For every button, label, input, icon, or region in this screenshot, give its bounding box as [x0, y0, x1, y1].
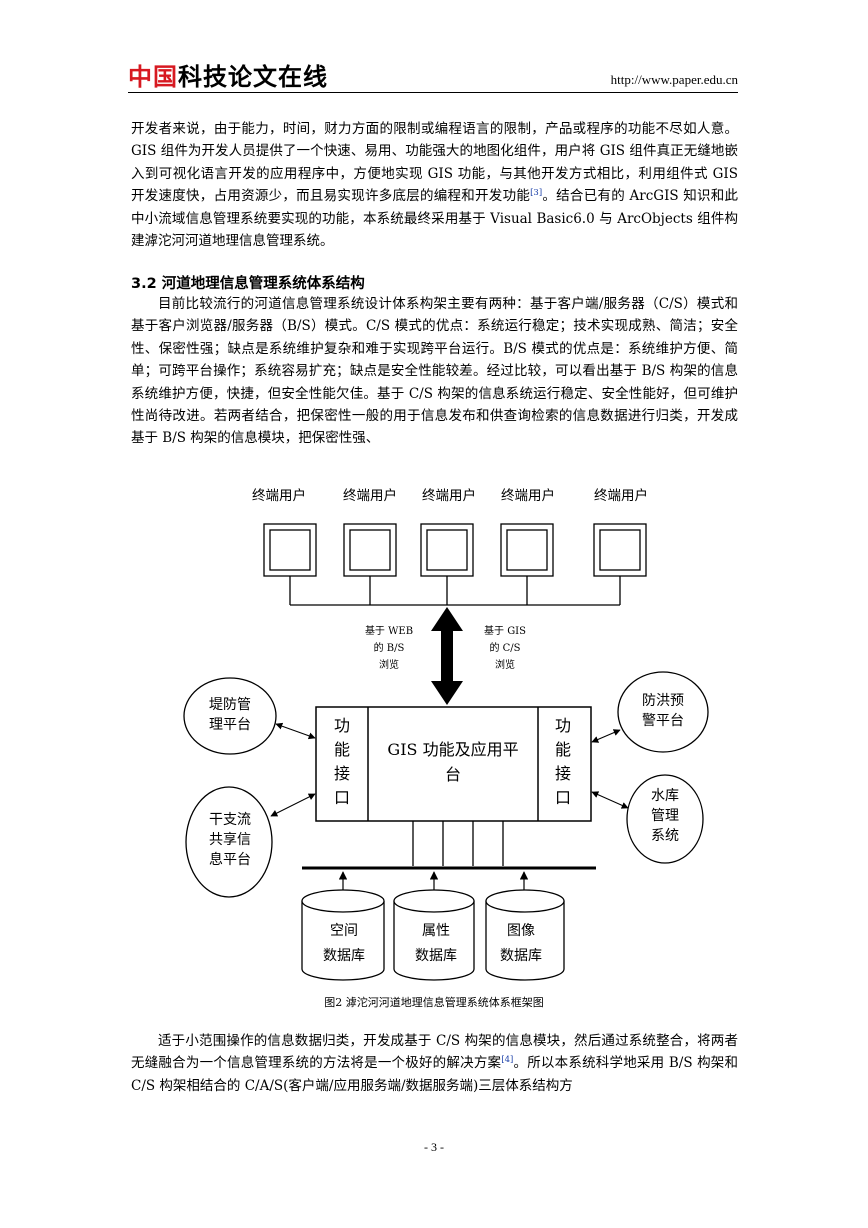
terminal-label-2: 终端用户 [343, 487, 397, 504]
tributary-info-sharing-platform [185, 786, 273, 898]
gis-platform-box [315, 706, 592, 822]
platform-to-data-bus [412, 821, 504, 866]
gis-platform-title-2: 台 [445, 765, 461, 784]
left-interface-char-2: 能 [334, 740, 350, 759]
arrow-left-label-2: 的 B/S [374, 641, 405, 654]
spatial-db-label-1: 空间 [330, 923, 358, 939]
terminal-label-1: 终端用户 [252, 487, 306, 504]
terminal-bus [289, 576, 621, 606]
flood-warning-label-1: 防洪预 [642, 693, 684, 709]
attribute-db-label-2: 数据库 [415, 948, 457, 964]
terminal-monitor-4 [500, 523, 554, 577]
reservoir-label-3: 系统 [651, 828, 679, 844]
reservoir-management-system [626, 774, 704, 864]
citation-3[interactable]: [3] [530, 188, 543, 199]
terminal-monitor-3 [420, 523, 474, 577]
closing-text-end: 。所以本系统科学地采用 B/S 构架和 C/S 构架相结合的 C/A/S(客户端… [131, 1055, 738, 1094]
section-heading: 3.2 河道地理信息管理系统体系结构 [131, 276, 365, 292]
right-interface-char-3: 接 [555, 764, 571, 783]
terminal-monitor-2 [343, 523, 397, 577]
arrow-right-label-3: 浏览 [495, 658, 515, 671]
figure-caption: 图2 滹沱河河道地理信息管理系统体系框架图 [324, 996, 544, 1009]
arrow-right-label-2: 的 C/S [489, 641, 520, 654]
spatial-db-label-2: 数据库 [323, 948, 365, 964]
levee-platform-label-1: 堤防管 [209, 697, 251, 713]
intro-text-end: 。结合已有的 ArcGIS 知识和此中小流域信息管理系统要实现的功能，本系统最终… [131, 188, 738, 250]
terminal-label-3: 终端用户 [422, 487, 476, 504]
header-url[interactable]: http://www.paper.edu.cn [610, 72, 738, 87]
closing-paragraph: 适于小范围操作的信息数据归类，开发成基于 C/S 构架的信息模块，然后通过系统整… [131, 1030, 738, 1097]
left-interface-char-4: 口 [334, 788, 350, 807]
terminal-monitor-1 [263, 523, 317, 577]
citation-4[interactable]: [4] [501, 1055, 514, 1066]
left-interface-char-3: 接 [334, 764, 350, 783]
header-rule [128, 92, 738, 93]
tributary-label-2: 共享信 [209, 831, 251, 848]
reservoir-label-1: 水库 [651, 788, 679, 804]
image-db-label-1: 图像 [507, 923, 535, 939]
intro-paragraph: 开发者来说，由于能力，时间，财力方面的限制或编程语言的限制，产品或程序的功能不尽… [131, 118, 738, 252]
flood-warning-label-2: 警平台 [642, 713, 684, 729]
attribute-database-icon [393, 889, 475, 981]
right-interface-char-2: 能 [555, 740, 571, 759]
gis-platform-title-1: GIS 功能及应用平 [387, 740, 518, 759]
link-tributary-interface [270, 793, 316, 817]
levee-management-platform [183, 677, 277, 755]
attribute-db-label-1: 属性 [422, 923, 450, 939]
logo-black-text: 科技论文在线 [178, 63, 328, 91]
arrow-left-label-1: 基于 WEB [365, 624, 413, 637]
levee-platform-label-2: 理平台 [209, 717, 251, 733]
spatial-database-icon [301, 889, 385, 981]
link-levee-interface [275, 722, 316, 740]
tributary-label-1: 干支流 [209, 812, 251, 828]
page-number: - 3 - [424, 1140, 444, 1154]
link-flood-interface [591, 729, 621, 743]
section-paragraph-text: 目前比较流行的河道信息管理系统设计体系构架主要有两种：基于客户端/服务器（C/S… [131, 296, 738, 447]
journal-logo: 中国科技论文在线 [128, 62, 328, 92]
arrow-right-label-1: 基于 GIS [484, 624, 526, 637]
terminal-label-5: 终端用户 [594, 487, 648, 504]
reservoir-label-2: 管理 [651, 808, 679, 824]
bidirectional-arrow-icon [431, 607, 463, 705]
image-db-label-2: 数据库 [500, 948, 542, 964]
logo-red-text: 中国 [128, 63, 178, 91]
right-interface-char-4: 口 [555, 788, 571, 807]
arrow-left-label-3: 浏览 [379, 658, 399, 671]
closing-text: 适于小范围操作的信息数据归类，开发成基于 C/S 构架的信息模块，然后通过系统整… [131, 1033, 738, 1072]
section-paragraph: 目前比较流行的河道信息管理系统设计体系构架主要有两种：基于客户端/服务器（C/S… [131, 293, 738, 450]
right-interface-char-1: 功 [555, 716, 571, 735]
left-interface-char-1: 功 [334, 716, 350, 735]
image-database-icon [485, 889, 565, 981]
terminal-label-4: 终端用户 [501, 487, 555, 504]
terminal-monitor-5 [593, 523, 647, 577]
tributary-label-3: 息平台 [209, 851, 251, 868]
link-reservoir-interface [591, 791, 629, 809]
intro-text: 开发者来说，由于能力，时间，财力方面的限制或编程语言的限制，产品或程序的功能不尽… [131, 121, 738, 205]
flood-warning-platform [617, 671, 709, 753]
